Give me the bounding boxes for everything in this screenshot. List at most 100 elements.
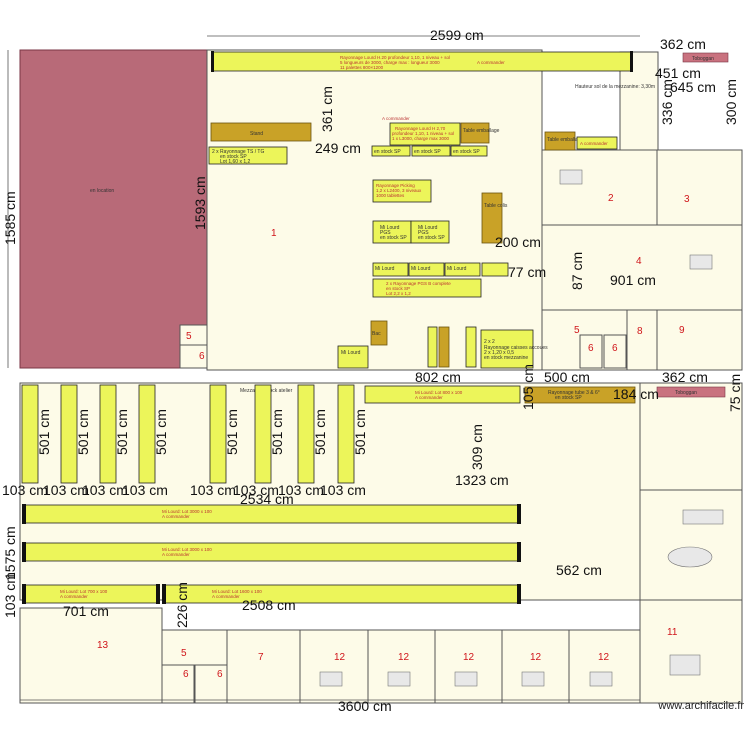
dim-gap-7: 103 cm	[278, 482, 324, 498]
dim-rack-7: 501 cm	[312, 409, 328, 455]
table-colis-label: Table colis	[484, 203, 508, 209]
rack-mi-lourd-a-label-1: Mi Lourd	[380, 225, 400, 231]
rack-mi-lourd-800-order: A commander	[415, 395, 443, 400]
rented-area	[19, 49, 208, 369]
room-12-d	[501, 629, 570, 704]
rack-mi-lourd-c-label: Mi Lourd	[341, 350, 361, 356]
room-11	[639, 599, 743, 704]
rack-mi-lourd-a-label-3: en stock SP	[380, 235, 407, 241]
toboggan-bottom-label: Toboggan	[675, 390, 697, 396]
dim-middle-d: 184 cm	[613, 386, 659, 402]
rack-pgs-label-2: en stock SP	[386, 286, 410, 291]
rack-caisses-label-1: 2 x 2	[484, 339, 495, 345]
dim-left-vertical-b: 1575 cm	[2, 526, 18, 580]
room-12-c	[434, 629, 503, 704]
dim-mid-a: 200 cm	[495, 234, 541, 250]
vertical-rack-8	[337, 384, 355, 484]
rack-top-order: A commander	[477, 60, 505, 65]
dim-width-c: 701 cm	[63, 603, 109, 619]
room-13	[19, 607, 163, 704]
rack-picking	[372, 179, 432, 203]
rack-long-2-label: Mi Lourd: Lot 3000 x 100	[162, 547, 212, 552]
table-colis	[481, 192, 503, 244]
vertical-rack-5	[209, 384, 227, 484]
rack-pgs	[372, 278, 482, 298]
rack-long-3	[23, 584, 159, 604]
rack-pgs-row-a-label: en stock SP	[374, 149, 401, 155]
dim-middle-e: 75 cm	[727, 374, 743, 412]
rack-picking-label-2: 1,2 x L2400, 3 niveaux	[376, 188, 422, 193]
rack-long-4-order: A commander	[212, 594, 240, 599]
room-5-left	[179, 324, 208, 346]
rack-mi-lourd-b-label-3: en stock SP	[418, 235, 445, 241]
table-emballage-top-label: Table emballage	[463, 128, 500, 134]
room-12-a	[299, 629, 369, 704]
rack-b-label-1: Rayonnage Lourd H 2,70	[395, 126, 446, 131]
table-emballage-right-label: Table emballage	[547, 137, 584, 143]
vertical-rack-7	[297, 384, 315, 484]
rack-b-order: A commander	[382, 116, 410, 121]
dim-mezz-a: 361 cm	[319, 86, 335, 132]
rack-a-label-3: Lot 1,60 x 1,2	[220, 159, 251, 165]
dim-middle-g: 309 cm	[469, 424, 485, 470]
rack-long-2	[23, 542, 520, 562]
rack-caisses	[480, 329, 534, 369]
rack-long-3-end-left	[22, 584, 26, 604]
stand-box	[210, 122, 312, 142]
rack-tube-label-2: en stock SP	[555, 395, 582, 401]
dim-middle-f: 105 cm	[520, 364, 536, 410]
room-2-number: 2	[608, 193, 614, 204]
dim-rack-2: 501 cm	[75, 409, 91, 455]
dim-top-right-b: 451 cm	[655, 65, 701, 81]
dim-middle-c: 362 cm	[662, 369, 708, 385]
room-11-number: 11	[667, 627, 678, 638]
room-4-number: 4	[636, 256, 642, 267]
bac-label: Bac	[372, 331, 381, 337]
dim-width-b: 562 cm	[556, 562, 602, 578]
room-6-bottom-b	[194, 664, 228, 704]
rack-pgs-row-c-label: en stock SP	[453, 149, 480, 155]
rack-row-b	[408, 262, 445, 277]
rack-mi-lourd-right	[576, 136, 618, 150]
room-6-bottom-b-number: 6	[217, 669, 223, 680]
mezzanine-height: Hauteur sol de la mezzanine: 3,30m	[575, 84, 655, 90]
dim-top-right-a: 362 cm	[660, 36, 706, 52]
rack-pgs-row-a	[371, 145, 411, 157]
dim-rack-1: 501 cm	[36, 409, 52, 455]
room-10	[639, 489, 743, 601]
dim-vert-b: 103 cm	[2, 572, 18, 618]
dim-gap-2: 103 cm	[43, 482, 89, 498]
dim-mid-b: 77 cm	[508, 264, 546, 280]
rack-caisses-label-4: en stock mezzanine	[484, 355, 528, 361]
room-1-number: 1	[271, 228, 277, 239]
room-3	[656, 149, 743, 226]
room-6-top-a	[579, 334, 603, 369]
rack-long-1-end-right	[517, 504, 521, 524]
rack-long-1-label: Mi Lourd: Lot 3000 x 100	[162, 509, 212, 514]
rack-b-label-2: profondeur 1,10, 1 niveau + sol	[392, 131, 454, 136]
dim-gap-4: 103 cm	[122, 482, 168, 498]
rack-caisses-label-3: 2 x 1,20 x 0,5	[484, 350, 514, 356]
rack-vertical-mid-b	[438, 326, 450, 368]
room-8	[626, 309, 658, 371]
vertical-rack-3	[99, 384, 117, 484]
rack-long-2-end-left	[22, 542, 26, 562]
rack-tube-label-1: Rayonnage tube 3 & 6°	[548, 390, 600, 396]
room-12-b-number: 12	[398, 652, 410, 663]
room-6-top-a-number: 6	[588, 343, 594, 354]
rack-pgs-label-3: Lot 2,2 x 1,2	[386, 291, 411, 296]
vertical-racks	[21, 384, 355, 484]
rack-picking-label-1: Rayonnage Picking	[376, 183, 415, 188]
room-3-number: 3	[684, 194, 690, 205]
vertical-rack-2	[60, 384, 78, 484]
rack-pgs-row-b-label: en stock SP	[414, 149, 441, 155]
room-12-e	[568, 629, 641, 704]
room-7-number: 7	[258, 652, 264, 663]
vertical-rack-6	[254, 384, 272, 484]
dim-bottom-total: 3600 cm	[338, 698, 392, 714]
dim-middle-h: 1323 cm	[455, 472, 509, 488]
rack-row-d	[481, 262, 509, 277]
dim-middle-a: 802 cm	[415, 369, 461, 385]
rack-long-3-order: A commander	[60, 594, 88, 599]
